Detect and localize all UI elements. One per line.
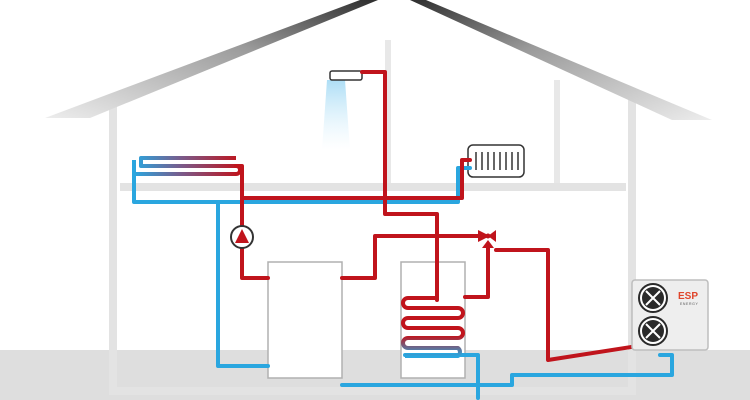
three-way-valve-icon (478, 230, 496, 248)
shower-icon (322, 70, 363, 150)
floor-heating-coil (132, 156, 242, 176)
cylinder-coil (401, 296, 465, 358)
fan-icon (638, 283, 668, 313)
fan-icon (638, 316, 668, 346)
brand-subtitle: ENERGY (680, 302, 698, 306)
brand-logo: ESP (678, 291, 698, 302)
house-cross-section (45, 0, 712, 395)
buffer-tank (267, 261, 343, 379)
roof-right (410, 0, 712, 120)
radiator-icon (467, 144, 525, 178)
hot-pipes (234, 70, 665, 362)
heat-pump-outdoor-unit: ESP ENERGY (631, 279, 709, 351)
roof-left (45, 0, 378, 118)
pump-icon (230, 225, 254, 249)
